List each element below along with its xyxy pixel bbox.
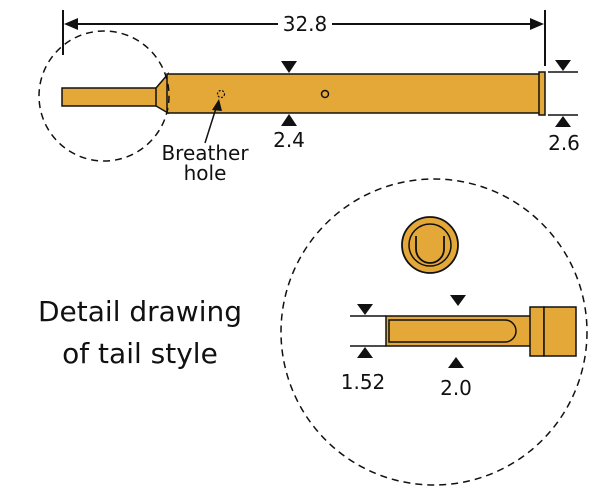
body-diameter-label: 2.4	[273, 128, 305, 152]
pin-body	[166, 73, 541, 114]
detail-callout-circle-large	[280, 178, 588, 486]
tail-thickness-dimension: 1.52	[341, 304, 386, 394]
arrow-down-icon	[281, 61, 297, 73]
arrow-down-icon	[450, 295, 466, 306]
overall-length-dimension: 32.8	[62, 10, 546, 66]
detail-callout-circle-small	[38, 30, 170, 162]
pin-main-view	[61, 71, 546, 116]
head-diameter-dimension: 2.6	[548, 60, 580, 155]
arrow-left-icon	[64, 18, 78, 30]
breather-hole-callout: Breather hole	[161, 99, 249, 185]
leader-line	[204, 104, 218, 144]
tail-detail-view	[350, 306, 577, 357]
tail-body-diameter-label: 2.0	[440, 376, 472, 400]
pin-taper	[155, 71, 169, 115]
tail-slot	[388, 319, 517, 343]
tail-body-stub	[543, 306, 577, 357]
arrow-up-icon	[357, 347, 373, 358]
tail-body-diameter-dimension: 2.0	[440, 295, 472, 400]
overall-length-label: 32.8	[283, 12, 328, 36]
head-diameter-label: 2.6	[548, 131, 580, 155]
tail-collar	[529, 306, 545, 357]
arrow-down-icon	[555, 60, 571, 71]
pin-head	[538, 71, 546, 116]
arrow-up-icon	[555, 116, 571, 127]
pin-end-view	[401, 216, 459, 274]
breather-hole-icon	[216, 89, 226, 99]
breather-label-line2: hole	[184, 161, 227, 185]
pin-tail	[61, 87, 158, 107]
body-diameter-dimension: 2.4	[273, 61, 305, 152]
detail-caption-line1: Detail drawing	[38, 295, 242, 328]
arrow-up-icon	[281, 114, 297, 126]
tail-thickness-label: 1.52	[341, 370, 386, 394]
end-view-slot	[415, 236, 445, 264]
end-view-inner	[408, 223, 452, 267]
arrow-right-icon	[530, 18, 544, 30]
detail-caption-line2: of tail style	[62, 337, 218, 370]
leader-arrow-icon	[212, 99, 222, 111]
arrow-up-icon	[448, 357, 464, 368]
side-hole-icon	[320, 89, 330, 99]
arrow-down-icon	[357, 304, 373, 315]
breather-label-line1: Breather	[161, 141, 249, 165]
